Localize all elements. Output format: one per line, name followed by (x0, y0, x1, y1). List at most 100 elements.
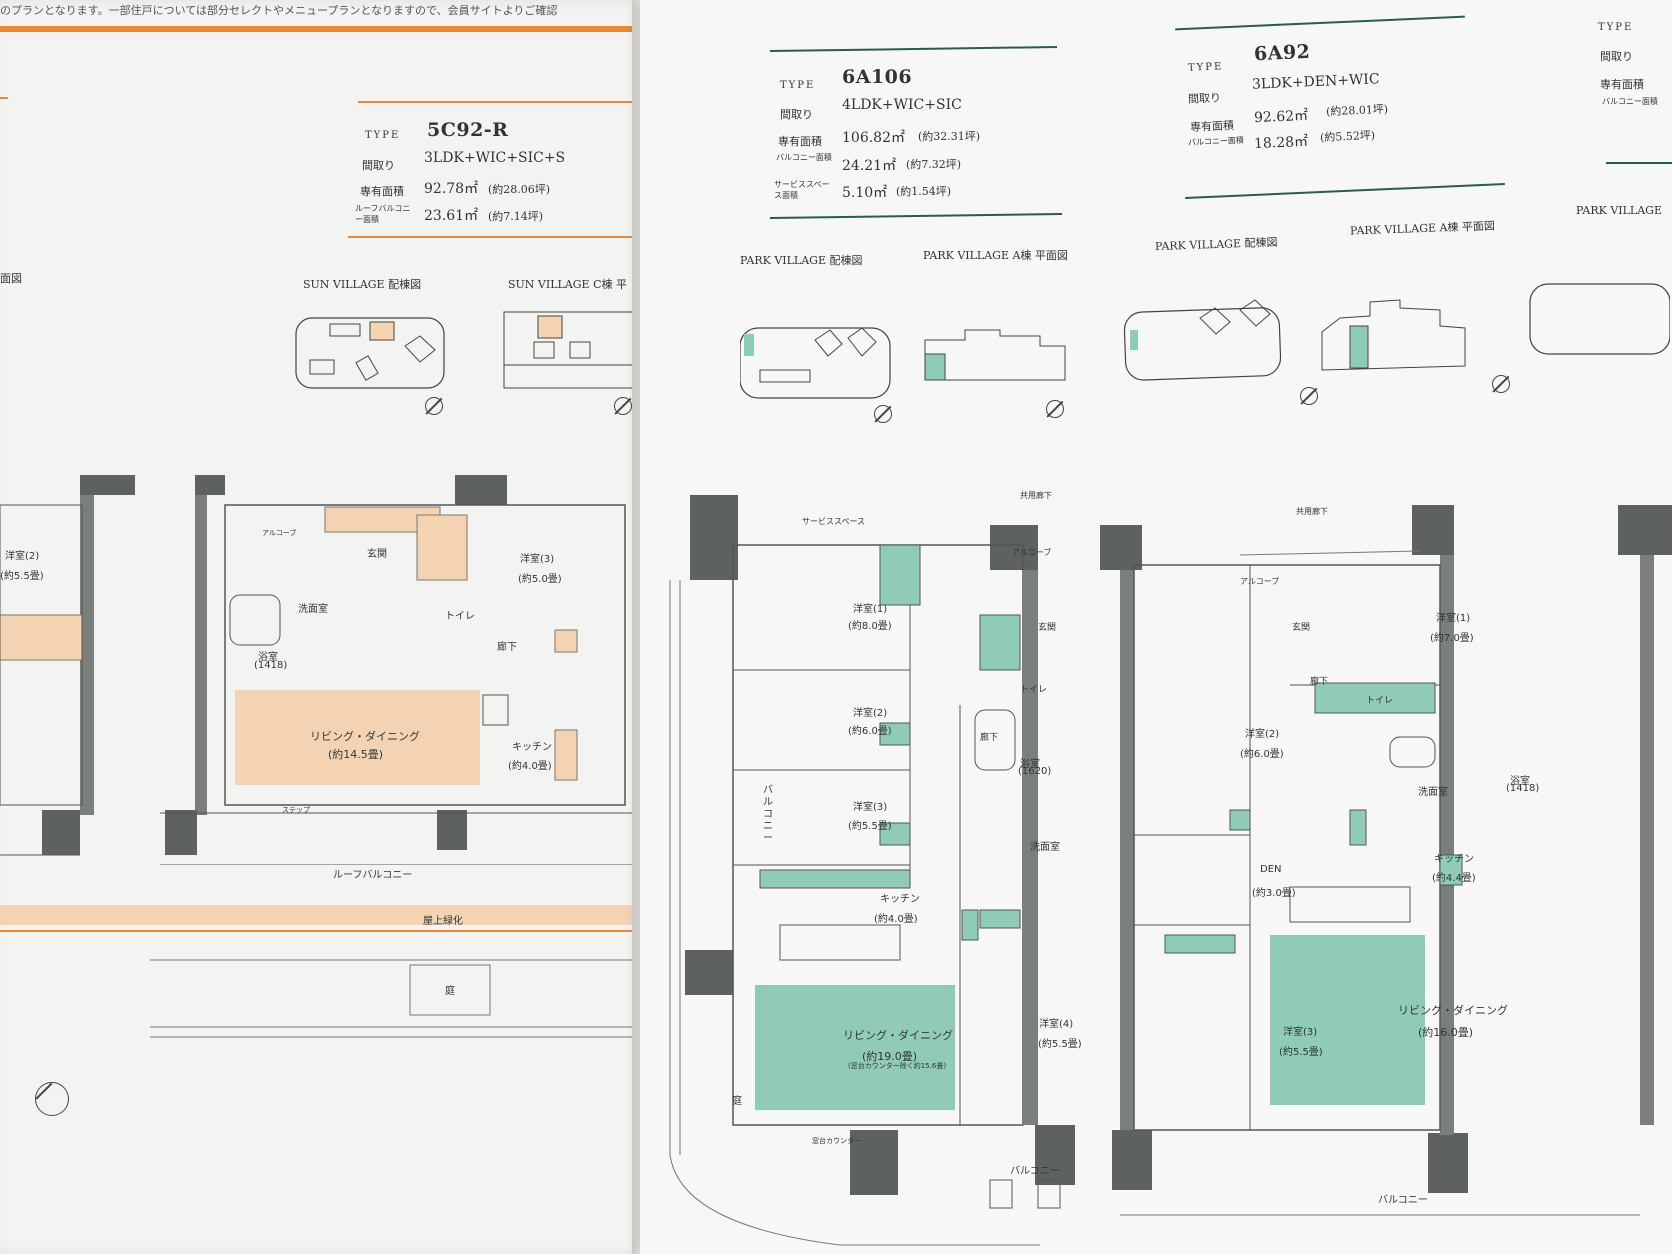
room-label: キッチン (512, 742, 552, 753)
map-title-2: SUN VILLAGE C棟 平 (508, 278, 627, 291)
green-rule (1175, 15, 1465, 31)
area-tsubo: (約28.01坪) (1325, 102, 1389, 119)
map-title-2: PARK VILLAGE A棟 平面図 (923, 249, 1068, 262)
room-label: DEN (1260, 864, 1282, 875)
room-label: 洗面室 (1418, 787, 1448, 798)
room-label: 洋室(3) (1283, 1027, 1318, 1038)
room-size: (約5.5畳) (848, 821, 892, 832)
step-label: ステップ (282, 806, 310, 814)
garden-label: 庭 (732, 1096, 742, 1107)
area-value: 106.82㎡ (842, 130, 905, 146)
balcony-tsubo: (約7.14坪) (488, 210, 544, 223)
site-maps-left (295, 311, 645, 389)
room-label: 洋室(3) (520, 554, 555, 565)
service-tsubo: (約1.54坪) (896, 185, 952, 198)
madori-label: 間取り (1600, 50, 1633, 63)
room-label: 洋室(2) (1245, 729, 1280, 740)
map-title-1: PARK VILLAGE (1576, 204, 1662, 217)
area-tsubo: (約28.06坪) (488, 183, 551, 196)
room-label: 廊下 (980, 733, 999, 743)
balcony-label: バルコニー (1010, 1166, 1060, 1177)
living-note: (窓台カウンター除く約15.6畳) (848, 1062, 947, 1070)
room-label: 洗面室 (1030, 842, 1060, 853)
service-space-label: サービススペース (802, 517, 866, 526)
floorplan-5c92r (0, 475, 640, 865)
room-size: (約3.0畳) (1252, 888, 1296, 899)
green-rule (770, 45, 1057, 53)
north-compass-icon (1300, 387, 1318, 405)
balcony-label: バルコニー面積 (1602, 97, 1658, 106)
area-label: 専有面積 (360, 185, 404, 198)
room-label: キッチン (1434, 854, 1474, 865)
room-label: 玄関 (367, 549, 387, 560)
type-code: 6A92 (1253, 40, 1311, 66)
area-value: 92.78㎡ (424, 181, 479, 197)
room-size: (約6.0畳) (848, 726, 892, 737)
type-code: 5C92-R (427, 119, 509, 141)
area-label: 専有面積 (1600, 78, 1644, 91)
living-size: (約19.0畳) (862, 1050, 918, 1063)
room-label: トイレ (1020, 685, 1048, 695)
orange-rule-bottom (348, 236, 638, 238)
corridor-label: 共用廊下 (1296, 507, 1328, 516)
room-size: (約4.4畳) (1432, 873, 1476, 884)
balcony-tsubo: (約7.32坪) (906, 158, 962, 171)
orange-tick (0, 97, 8, 99)
room-label: 廊下 (497, 642, 517, 653)
floorplans-right (669, 495, 1672, 1246)
room-label: 浴室 (1020, 759, 1040, 770)
green-rule (1606, 162, 1672, 164)
north-compass-icon (425, 397, 443, 415)
living-label: リビング・ダイニング (310, 730, 420, 743)
room-size: (約5.5畳) (1279, 1047, 1323, 1058)
right-brochure-page: TYPE 6A106 間取り 4LDK+WIC+SIC 専有面積 106.82㎡… (640, 0, 1672, 1254)
madori-label: 間取り (780, 108, 813, 121)
north-compass-icon (35, 1082, 69, 1116)
room-label: トイレ (1366, 696, 1394, 706)
service-label: サービススペース面積 (774, 180, 830, 200)
north-compass-icon (614, 397, 632, 415)
area-label: 専有面積 (778, 135, 822, 148)
type-label: TYPE (780, 80, 816, 91)
room-label: 洋室(2) (853, 708, 888, 719)
area-tsubo: (約32.31坪) (918, 130, 981, 143)
balcony-label: ルーフバルコニー面積 (355, 204, 411, 224)
room-size: (約5.5畳) (1038, 1039, 1082, 1050)
madori-label: 間取り (1187, 91, 1222, 106)
room-size: (1620) (1018, 766, 1052, 777)
north-compass-icon (1046, 400, 1064, 418)
room-label: 洗面室 (298, 604, 328, 615)
room-label: 洋室(3) (853, 802, 888, 813)
living-label: リビング・ダイニング (843, 1029, 953, 1042)
orange-rule-top (358, 101, 638, 103)
garden-lines (150, 959, 640, 1038)
service-value: 5.10㎡ (842, 185, 888, 201)
map-title-2: PARK VILLAGE A棟 平面図 (1349, 219, 1496, 238)
site-maps-right (740, 283, 1670, 399)
map-title-1: SUN VILLAGE 配棟図 (303, 278, 422, 291)
garden-label: 庭 (445, 986, 455, 997)
room-label: 浴室 (258, 652, 278, 663)
alcove-label: アルコーブ (1240, 577, 1280, 586)
rooftop-green-band (0, 905, 640, 925)
type-label: TYPE (365, 130, 401, 141)
room-label: 洋室(1) (1436, 613, 1471, 624)
rooftop-green-label: 屋上緑化 (423, 916, 463, 927)
room-size: (約4.0畳) (508, 761, 552, 772)
north-compass-icon (874, 405, 892, 423)
room-size: (約6.0畳) (1240, 749, 1284, 760)
map-title-1: PARK VILLAGE 配棟図 (740, 254, 863, 267)
left-brochure-page: のプランとなります。一部住戸については部分セレクトやメニュープランとなりますので… (0, 0, 650, 1254)
madori-label: 間取り (362, 159, 395, 172)
room-size: (1418) (1506, 783, 1540, 794)
madori-value: 3LDK+DEN+WIC (1251, 71, 1380, 93)
balcony-value: 24.21㎡ (842, 158, 897, 174)
map-title-1: PARK VILLAGE 配棟図 (1154, 235, 1278, 254)
room-label: 廊下 (1310, 677, 1329, 687)
living-size: (約16.0畳) (1418, 1026, 1474, 1039)
room-size: (約8.0畳) (848, 621, 892, 632)
type-label: TYPE (1598, 22, 1634, 33)
room-label: 洋室(1) (853, 604, 888, 615)
room-label: 浴室 (1510, 776, 1530, 787)
area-value: 92.62㎡ (1253, 107, 1309, 127)
